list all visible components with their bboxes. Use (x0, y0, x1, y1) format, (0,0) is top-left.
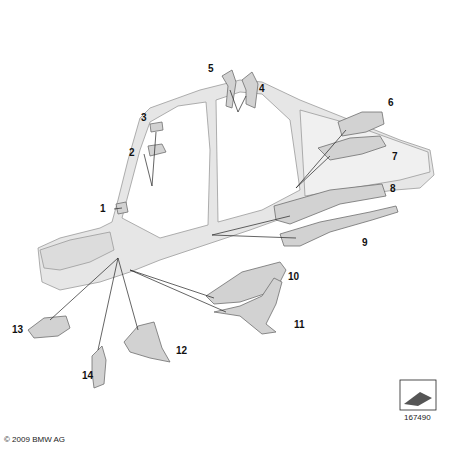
callout-number: 9 (362, 238, 368, 248)
callout-number: 13 (12, 325, 23, 335)
body-side-frame (38, 80, 434, 290)
part-9 (280, 206, 398, 246)
part-2 (148, 144, 166, 156)
callout-number: 3 (141, 113, 147, 123)
view-icon (400, 380, 436, 410)
callout-number: 12 (176, 346, 187, 356)
callout-number: 8 (390, 184, 396, 194)
callout-number: 2 (129, 148, 135, 158)
callout-number: 6 (388, 98, 394, 108)
callout-number: 4 (259, 84, 265, 94)
callout-number: 7 (392, 152, 398, 162)
callout-number: 14 (82, 371, 93, 381)
callout-number: 1 (100, 204, 106, 214)
front-wheel-arch (40, 232, 114, 270)
front-door-opening (122, 102, 210, 238)
callout-number: 10 (288, 272, 299, 282)
part-5 (222, 70, 236, 108)
part-11 (214, 278, 282, 334)
rear-quarter-panel (300, 110, 430, 196)
part-4 (242, 72, 258, 108)
part-3 (150, 122, 163, 132)
part-7 (318, 136, 386, 160)
copyright-note: © 2009 BMW AG (4, 436, 65, 444)
image-number: 167490 (404, 414, 431, 422)
callout-number: 11 (294, 320, 305, 330)
leader-lines (50, 90, 346, 350)
part-6 (338, 112, 384, 136)
part-14 (92, 346, 106, 388)
part-12 (124, 322, 170, 362)
part-13 (28, 316, 70, 338)
callout-number: 5 (208, 64, 214, 74)
